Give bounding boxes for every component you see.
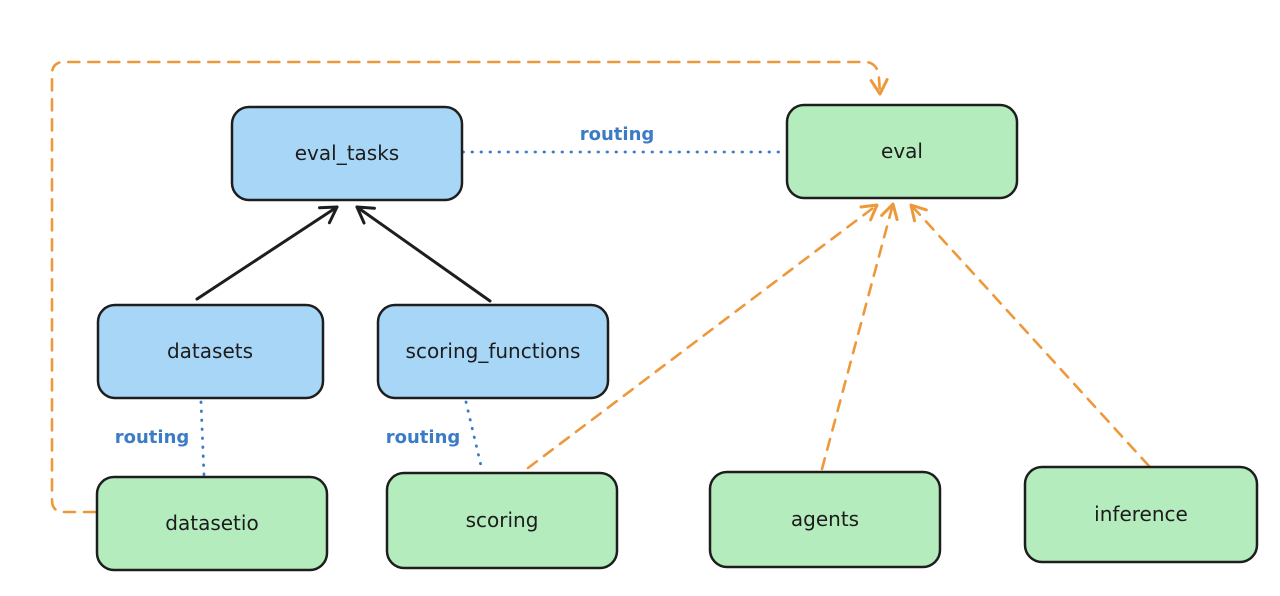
node-datasets-box (96, 303, 325, 400)
node-eval: eval (785, 103, 1019, 200)
node-datasetio: datasetio (95, 475, 329, 572)
node-inference: inference (1023, 465, 1259, 564)
edge-scoring-to-eval (526, 203, 879, 470)
edge-agents-to-eval (820, 202, 899, 471)
edge-inference-to-eval (909, 203, 1151, 468)
node-agents-label: agents (791, 507, 859, 531)
node-eval-tasks-box (230, 105, 464, 202)
routing-label-datasetio: routing (115, 427, 190, 448)
node-datasetio-label: datasetio (165, 511, 258, 535)
edge-datasetio-to-eval (50, 60, 889, 514)
node-datasetio-box (95, 475, 329, 572)
node-eval-label: eval (881, 139, 923, 163)
node-scoring-box (385, 471, 619, 570)
edge-scoring-functions-to-eval-tasks (355, 205, 492, 303)
node-datasets-label: datasets (167, 339, 253, 363)
routing-label-eval: routing (580, 124, 655, 145)
edge-datasets-to-datasetio-routing (199, 400, 206, 477)
node-eval-tasks-label: eval_tasks (295, 141, 399, 165)
node-scoring-functions: scoring_functions (376, 303, 610, 400)
node-agents-box (708, 470, 942, 569)
node-agents: agents (708, 470, 942, 569)
node-eval-tasks: eval_tasks (230, 105, 464, 202)
edge-datasets-to-eval-tasks (195, 205, 339, 301)
node-inference-label: inference (1094, 502, 1188, 526)
node-scoring: scoring (385, 471, 619, 570)
node-scoring-functions-box (376, 303, 610, 400)
node-inference-box (1023, 465, 1259, 564)
node-scoring-functions-label: scoring_functions (406, 339, 581, 363)
node-scoring-label: scoring (466, 508, 539, 532)
node-datasets: datasets (96, 303, 325, 400)
node-eval-box (785, 103, 1019, 200)
routing-label-scoring: routing (386, 427, 461, 448)
edge-scoring-functions-to-scoring-routing (464, 400, 484, 472)
